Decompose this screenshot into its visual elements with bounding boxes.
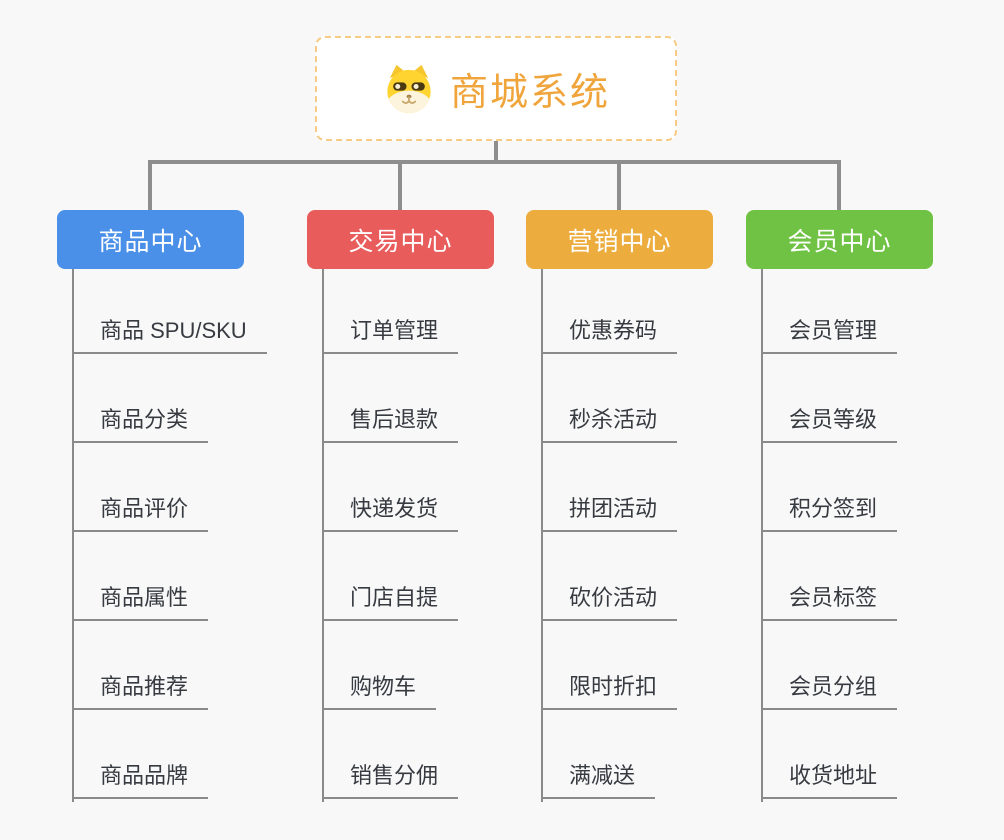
leaf-label: 限时折扣 bbox=[541, 669, 678, 710]
leaf-label: 商品分类 bbox=[72, 402, 209, 443]
root-node[interactable]: 商城系统 bbox=[315, 36, 677, 141]
leaf-item[interactable]: 收货地址 bbox=[761, 710, 991, 799]
leaf-item[interactable]: 会员标签 bbox=[761, 532, 991, 621]
branch-node-trade[interactable]: 交易中心 bbox=[307, 210, 494, 269]
leaf-label: 商品评价 bbox=[72, 491, 209, 532]
leaf-item[interactable]: 购物车 bbox=[322, 621, 552, 710]
connector-drop-products bbox=[148, 160, 152, 212]
leaf-label: 秒杀活动 bbox=[541, 402, 678, 443]
leaf-item[interactable]: 会员分组 bbox=[761, 621, 991, 710]
dog-icon bbox=[382, 64, 436, 114]
leaf-item[interactable]: 商品评价 bbox=[72, 443, 302, 532]
leaf-label: 收货地址 bbox=[761, 758, 898, 799]
leaf-item[interactable]: 积分签到 bbox=[761, 443, 991, 532]
connector-drop-marketing bbox=[617, 160, 621, 212]
leaf-item[interactable]: 限时折扣 bbox=[541, 621, 771, 710]
branch-label: 营销中心 bbox=[567, 227, 672, 256]
leaf-label: 商品品牌 bbox=[72, 758, 209, 799]
leaf-item[interactable]: 售后退款 bbox=[322, 354, 552, 443]
leaf-item[interactable]: 拼团活动 bbox=[541, 443, 771, 532]
leaf-label: 积分签到 bbox=[761, 491, 898, 532]
branch-products: 商品中心 商品 SPU/SKU 商品分类 商品评价 商品属性 商品推荐 商品品牌 bbox=[57, 210, 307, 820]
branch-trunk-line bbox=[72, 269, 74, 802]
leaf-item[interactable]: 商品分类 bbox=[72, 354, 302, 443]
branch-trunk-line bbox=[761, 269, 763, 802]
root-title: 商城系统 bbox=[449, 72, 610, 114]
leaf-item[interactable]: 砍价活动 bbox=[541, 532, 771, 621]
leaf-label: 商品 SPU/SKU bbox=[72, 313, 267, 354]
leaf-list: 订单管理 售后退款 快递发货 门店自提 购物车 销售分佣 bbox=[322, 265, 552, 799]
branch-node-member[interactable]: 会员中心 bbox=[746, 210, 933, 269]
branch-marketing: 营销中心 优惠券码 秒杀活动 拼团活动 砍价活动 限时折扣 满减送 bbox=[526, 210, 776, 820]
branch-label: 会员中心 bbox=[787, 227, 892, 256]
leaf-label: 销售分佣 bbox=[322, 758, 459, 799]
leaf-label: 满减送 bbox=[541, 758, 656, 799]
leaf-label: 门店自提 bbox=[322, 580, 459, 621]
branch-label: 商品中心 bbox=[98, 227, 203, 256]
branch-trunk-line bbox=[541, 269, 543, 802]
leaf-label: 售后退款 bbox=[322, 402, 459, 443]
leaf-item[interactable]: 优惠券码 bbox=[541, 265, 771, 354]
connector-drop-trade bbox=[398, 160, 402, 212]
branch-member: 会员中心 会员管理 会员等级 积分签到 会员标签 会员分组 收货地址 bbox=[746, 210, 996, 820]
leaf-label: 快递发货 bbox=[322, 491, 459, 532]
leaf-label: 订单管理 bbox=[322, 313, 459, 354]
connector-bus bbox=[148, 160, 840, 164]
leaf-label: 商品推荐 bbox=[72, 669, 209, 710]
branch-label: 交易中心 bbox=[348, 227, 453, 256]
branch-trade: 交易中心 订单管理 售后退款 快递发货 门店自提 购物车 销售分佣 bbox=[307, 210, 557, 820]
leaf-item[interactable]: 订单管理 bbox=[322, 265, 552, 354]
branch-node-marketing[interactable]: 营销中心 bbox=[526, 210, 713, 269]
leaf-item[interactable]: 商品推荐 bbox=[72, 621, 302, 710]
leaf-label: 会员标签 bbox=[761, 580, 898, 621]
leaf-label: 会员分组 bbox=[761, 669, 898, 710]
leaf-label: 会员等级 bbox=[761, 402, 898, 443]
branch-trunk-line bbox=[322, 269, 324, 802]
leaf-list: 商品 SPU/SKU 商品分类 商品评价 商品属性 商品推荐 商品品牌 bbox=[72, 265, 302, 799]
leaf-item[interactable]: 会员等级 bbox=[761, 354, 991, 443]
leaf-label: 拼团活动 bbox=[541, 491, 678, 532]
leaf-label: 砍价活动 bbox=[541, 580, 678, 621]
leaf-label: 购物车 bbox=[322, 669, 437, 710]
leaf-item[interactable]: 会员管理 bbox=[761, 265, 991, 354]
leaf-list: 会员管理 会员等级 积分签到 会员标签 会员分组 收货地址 bbox=[761, 265, 991, 799]
leaf-item[interactable]: 销售分佣 bbox=[322, 710, 552, 799]
connector-drop-member bbox=[837, 160, 841, 212]
leaf-item[interactable]: 秒杀活动 bbox=[541, 354, 771, 443]
leaf-item[interactable]: 商品属性 bbox=[72, 532, 302, 621]
leaf-label: 商品属性 bbox=[72, 580, 209, 621]
leaf-list: 优惠券码 秒杀活动 拼团活动 砍价活动 限时折扣 满减送 bbox=[541, 265, 771, 799]
leaf-item[interactable]: 快递发货 bbox=[322, 443, 552, 532]
leaf-item[interactable]: 商品 SPU/SKU bbox=[72, 265, 302, 354]
leaf-item[interactable]: 门店自提 bbox=[322, 532, 552, 621]
leaf-item[interactable]: 满减送 bbox=[541, 710, 771, 799]
leaf-label: 会员管理 bbox=[761, 313, 898, 354]
root-connector-stub bbox=[494, 139, 498, 162]
leaf-label: 优惠券码 bbox=[541, 313, 678, 354]
branch-node-products[interactable]: 商品中心 bbox=[57, 210, 244, 269]
leaf-item[interactable]: 商品品牌 bbox=[72, 710, 302, 799]
